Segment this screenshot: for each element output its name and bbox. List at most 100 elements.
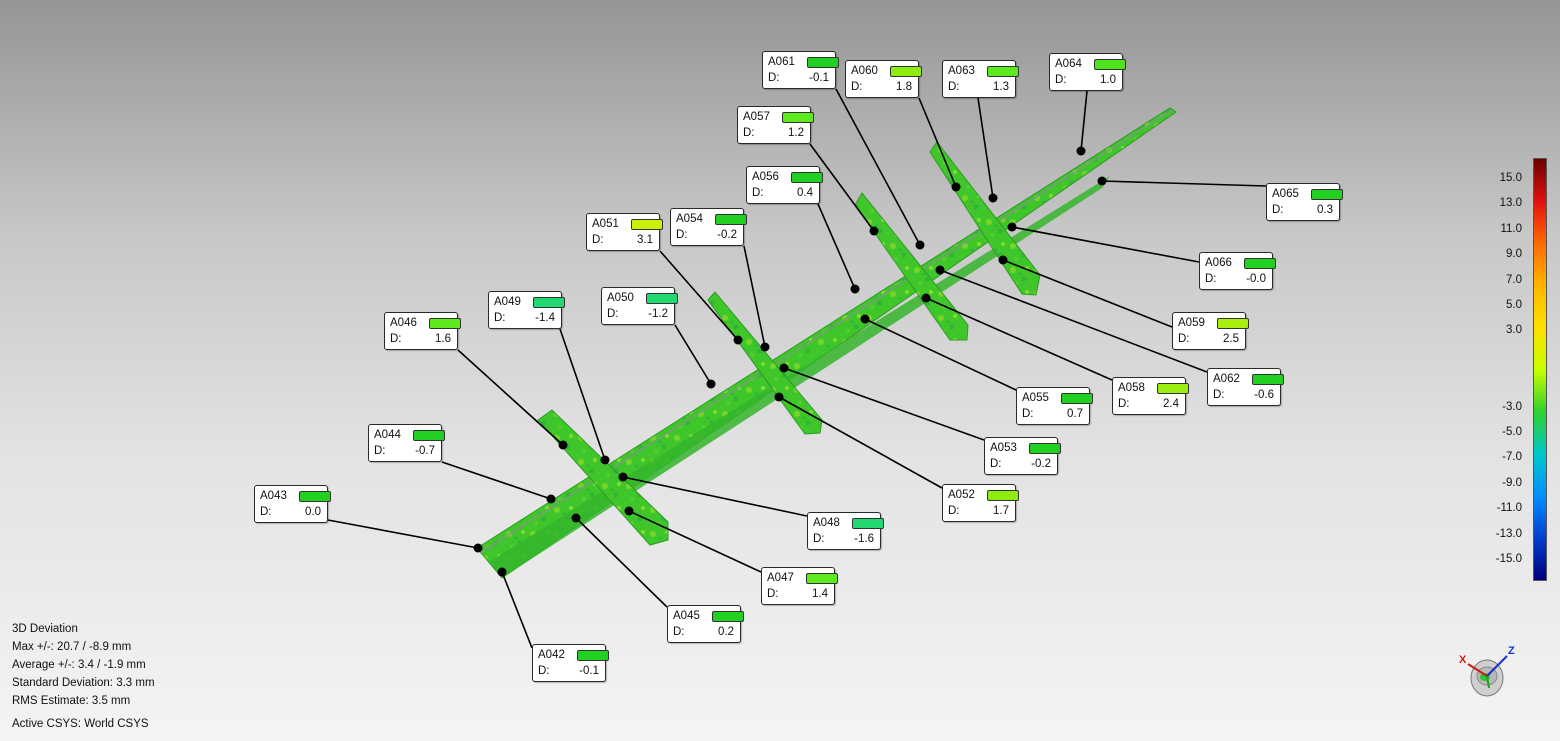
measurement-point[interactable] <box>921 293 931 303</box>
callout-id: A056 <box>752 171 779 183</box>
leader-line <box>457 349 564 446</box>
deviation-label: D: <box>948 81 960 93</box>
deviation-value: -0.2 <box>1031 458 1051 470</box>
deviation-value: 1.0 <box>1100 74 1116 86</box>
leader-line <box>835 88 921 246</box>
color-scale-tick: 7.0 <box>1506 274 1522 286</box>
measurement-point[interactable] <box>779 363 789 373</box>
callout-id: A063 <box>948 65 975 77</box>
color-scale-tick: -11.0 <box>1496 502 1522 514</box>
deviation-label: D: <box>260 506 272 518</box>
measurement-point[interactable] <box>473 543 483 553</box>
measurement-point[interactable] <box>998 255 1008 265</box>
deviation-value: 2.4 <box>1163 398 1179 410</box>
measurement-point[interactable] <box>497 567 507 577</box>
callout-id: A046 <box>390 317 417 329</box>
measurement-point[interactable] <box>1076 146 1086 156</box>
stats-std-dev: Standard Deviation: 3.3 mm <box>12 677 155 689</box>
measurement-point[interactable] <box>733 335 743 345</box>
measurement-point[interactable] <box>951 182 961 192</box>
deviation-color-swatch <box>987 490 1019 501</box>
measurement-point[interactable] <box>600 455 610 465</box>
measurement-point[interactable] <box>558 440 568 450</box>
deviation-color-swatch <box>1311 189 1343 200</box>
color-scale-tick: -7.0 <box>1502 451 1522 463</box>
callout-id: A042 <box>538 649 565 661</box>
deviation-value: -0.2 <box>717 229 737 241</box>
deviation-value: -0.6 <box>1254 389 1274 401</box>
callout-id: A052 <box>948 489 975 501</box>
stats-average: Average +/-: 3.4 / -1.9 mm <box>12 659 146 671</box>
deviation-label: D: <box>752 187 764 199</box>
callout-id: A055 <box>1022 392 1049 404</box>
color-scale-tick: -5.0 <box>1502 426 1522 438</box>
color-scale-tick: 5.0 <box>1506 299 1522 311</box>
stats-title: 3D Deviation <box>12 623 78 635</box>
callout-id: A057 <box>743 111 770 123</box>
deviation-color-swatch <box>1061 393 1093 404</box>
measurement-point[interactable] <box>760 342 770 352</box>
leader-line <box>977 97 994 199</box>
measurement-point[interactable] <box>915 240 925 250</box>
deviation-color-swatch <box>715 214 747 225</box>
measurement-point[interactable] <box>1007 222 1017 232</box>
measurement-point[interactable] <box>850 284 860 294</box>
measurement-point[interactable] <box>869 226 879 236</box>
deviation-value: 3.1 <box>637 234 653 246</box>
callout-id: A065 <box>1272 188 1299 200</box>
leader-line <box>674 324 712 385</box>
measurement-point[interactable] <box>860 314 870 324</box>
measurement-point[interactable] <box>546 494 556 504</box>
measurement-point[interactable] <box>571 513 581 523</box>
callout-id: A062 <box>1213 373 1240 385</box>
measurement-point[interactable] <box>774 392 784 402</box>
deviation-label: D: <box>374 445 386 457</box>
color-scale-tick: -13.0 <box>1495 528 1522 540</box>
leader-line <box>441 461 552 500</box>
stats-max: Max +/-: 20.7 / -8.9 mm <box>12 641 132 653</box>
deviation-value: -0.7 <box>415 445 435 457</box>
callout-id: A064 <box>1055 58 1082 70</box>
leader-line <box>501 571 533 649</box>
measurement-point[interactable] <box>988 193 998 203</box>
measurement-point[interactable] <box>1097 176 1107 186</box>
measurement-point[interactable] <box>624 506 634 516</box>
deviation-color-swatch <box>1217 318 1249 329</box>
callout-leaders <box>327 88 1267 649</box>
measurement-point[interactable] <box>935 265 945 275</box>
deviation-color-swatch <box>852 518 884 529</box>
callout-id: A048 <box>813 517 840 529</box>
orientation-triad-icon[interactable]: X Z <box>1455 642 1525 704</box>
deviation-value: 1.8 <box>896 81 912 93</box>
callout-id: A054 <box>676 213 703 225</box>
measurement-point[interactable] <box>618 472 628 482</box>
measurement-point[interactable] <box>706 379 716 389</box>
deviation-value: 1.4 <box>812 588 828 600</box>
